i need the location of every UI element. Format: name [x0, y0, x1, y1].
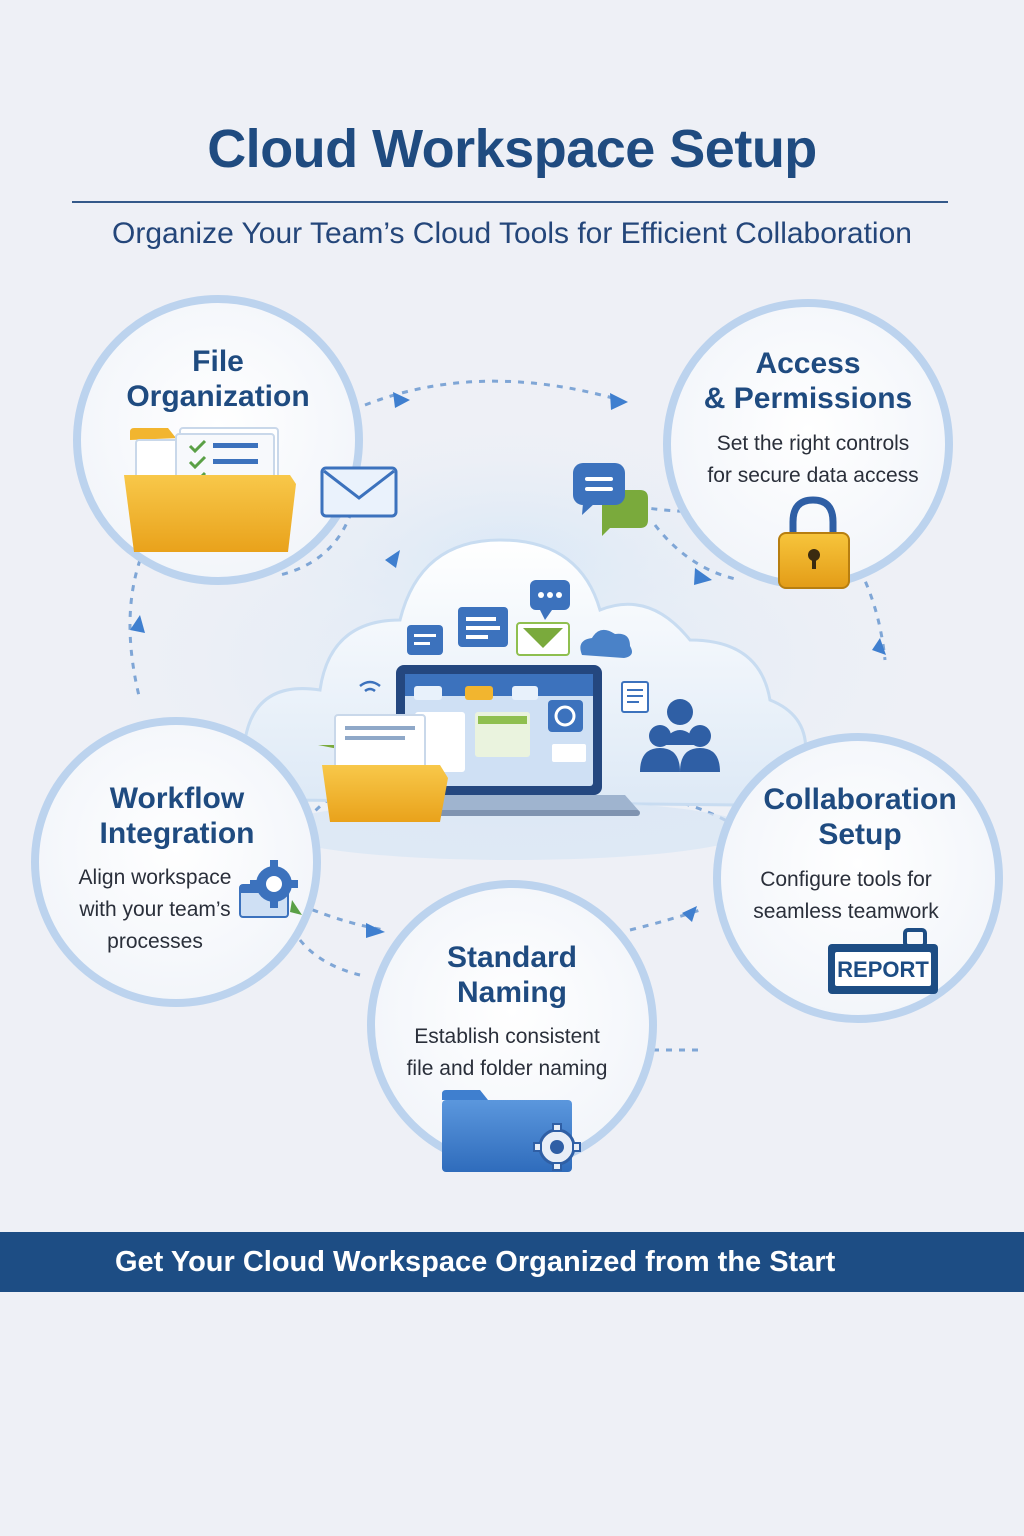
download-card-icon [516, 622, 570, 656]
standard-naming-title: Standard Naming [392, 940, 632, 1010]
document-card-icon [458, 607, 508, 647]
standard-naming-title-line1: Standard [446, 941, 578, 974]
standard-naming-title-line2: Naming [456, 976, 567, 1009]
access-permissions-title: Access & Permissions [688, 346, 928, 416]
page-subtitle: Organize Your Team’s Cloud Tools for Eff… [112, 217, 912, 250]
page-title: Cloud Workspace Setup [207, 119, 817, 179]
team-people-icon [640, 699, 720, 772]
report-badge-icon [828, 928, 938, 994]
chat-icons [573, 463, 648, 536]
workflow-integration-desc-line1: Align workspace [78, 866, 232, 889]
workflow-integration-title-line1: Workflow [109, 782, 245, 815]
folder-gear-icon [442, 1090, 581, 1172]
access-permissions-title-line2: & Permissions [703, 382, 913, 415]
access-permissions-desc-line1: Set the right controls [716, 432, 910, 455]
workflow-integration-description: Align workspace with your team’s process… [50, 862, 260, 958]
padlock-icon [778, 496, 850, 589]
workflow-integration-desc-line2: with your team’s [79, 898, 231, 921]
standard-naming-desc-line1: Establish consistent [414, 1025, 600, 1048]
report-badge-label: REPORT [837, 957, 929, 982]
workflow-integration-title: Workflow Integration [57, 781, 297, 851]
collaboration-setup-description: Configure tools for seamless teamwork [726, 864, 966, 928]
workflow-integration-desc-line3: processes [107, 930, 203, 953]
folder-checklist-icon [124, 427, 296, 552]
center-folder-icon [318, 714, 448, 822]
collaboration-setup-title-line1: Collaboration [763, 783, 957, 816]
footer-text: Get Your Cloud Workspace Organized from … [115, 1246, 836, 1278]
standard-naming-description: Establish consistent file and folder nam… [372, 1021, 642, 1085]
access-permissions-description: Set the right controls for secure data a… [683, 428, 943, 492]
collaboration-setup-title: Collaboration Setup [740, 782, 980, 852]
access-permissions-title-line1: Access [755, 347, 861, 380]
small-cloud-icon [580, 629, 632, 658]
wifi-icon [359, 680, 381, 693]
workflow-integration-title-line2: Integration [99, 817, 255, 850]
standard-naming-desc-line2: file and folder naming [406, 1057, 608, 1080]
checklist-doc-icon [621, 681, 649, 713]
file-organization-title-line1: File [192, 345, 244, 378]
collaboration-setup-desc-line1: Configure tools for [760, 868, 932, 891]
access-permissions-desc-line2: for secure data access [707, 464, 919, 487]
node-circle-workflow-integration [31, 717, 321, 1007]
chat-bubble-icon [530, 580, 570, 620]
laptop-icon [360, 665, 640, 816]
gear-window-icon [239, 860, 302, 918]
footer-banner [0, 1232, 1024, 1292]
envelope-icon [320, 466, 398, 518]
file-organization-title-line2: Organization [126, 380, 310, 413]
collaboration-setup-title-line2: Setup [818, 818, 902, 851]
collaboration-setup-desc-line2: seamless teamwork [753, 900, 939, 923]
title-divider [72, 201, 948, 203]
message-card-icon [407, 625, 443, 655]
file-organization-title: File Organization [98, 344, 338, 414]
